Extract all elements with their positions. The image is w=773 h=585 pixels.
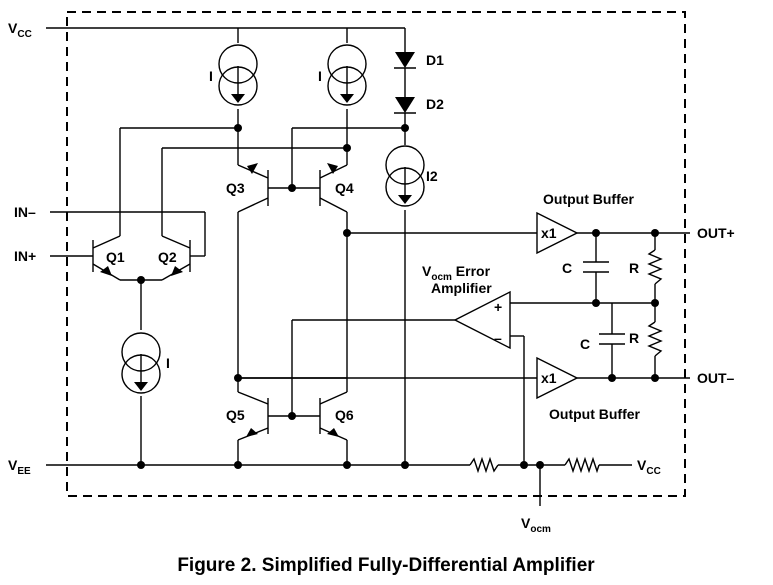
capacitor-top-icon: [583, 261, 609, 273]
q2-label: Q2: [158, 249, 177, 265]
diode-d1-label: D1: [426, 52, 444, 68]
in-plus-label: IN+: [14, 248, 36, 264]
error-amp-title-line2: Amplifier: [431, 280, 492, 296]
output-buffer-top-icon: [536, 211, 579, 255]
q5-label: Q5: [226, 407, 245, 423]
source-i2-label: I2: [426, 168, 438, 184]
buffer-top-gain: x1: [541, 225, 557, 241]
in-minus-label: IN–: [14, 204, 36, 220]
current-source-i2-icon: [385, 145, 425, 207]
source-i-bottom-label: I: [166, 355, 170, 371]
out-minus-label: OUT–: [697, 370, 735, 386]
q1-emitter-arrow-icon: [100, 266, 112, 276]
q2-emitter-arrow-icon: [171, 266, 183, 276]
resistor-bottom-icon: [647, 321, 663, 357]
out-plus-label: OUT+: [697, 225, 735, 241]
buffer-bottom-gain: x1: [541, 370, 557, 386]
q6-emitter-arrow-icon: [327, 428, 339, 437]
diode-d2-icon: [394, 97, 416, 114]
resistor-vcc-divider-icon: [564, 456, 600, 474]
diode-d2-label: D2: [426, 96, 444, 112]
error-amp-minus: –: [494, 330, 502, 346]
q4-label: Q4: [335, 180, 354, 196]
current-source-i-left-icon: [218, 44, 258, 106]
q3-emitter-arrow-icon: [247, 163, 258, 174]
vcc-left-label: VCC: [8, 20, 32, 40]
resistor-bottom-label: R: [629, 330, 639, 346]
chip-boundary: [66, 11, 686, 497]
vocm-label: Vocm: [521, 515, 551, 535]
q5-emitter-arrow-icon: [246, 428, 258, 437]
current-source-i-bottom-icon: [121, 332, 161, 394]
diode-d1-icon: [394, 52, 416, 69]
output-buffer-bottom-title: Output Buffer: [549, 406, 641, 422]
error-amp-title: Vocm Error: [422, 263, 491, 283]
resistor-vee-divider-icon: [469, 456, 499, 474]
q3-label: Q3: [226, 180, 245, 196]
source-i-mid-label: I: [318, 68, 322, 84]
vcc-right-label: VCC: [637, 457, 661, 477]
q4-emitter-arrow-icon: [327, 163, 338, 174]
vee-label: VEE: [8, 457, 31, 477]
capacitor-bottom-icon: [599, 333, 625, 345]
resistor-top-label: R: [629, 260, 639, 276]
capacitor-bottom-label: C: [580, 336, 590, 352]
output-buffer-top-title: Output Buffer: [543, 191, 635, 207]
q1-label: Q1: [106, 249, 125, 265]
junction-dots: [137, 124, 659, 469]
capacitor-top-label: C: [562, 260, 572, 276]
output-buffer-bottom-icon: [536, 356, 579, 400]
source-i-left-label: I: [209, 68, 213, 84]
wires: [46, 27, 690, 506]
resistor-top-icon: [647, 249, 663, 285]
current-source-i-mid-icon: [327, 44, 367, 106]
figure-caption: Figure 2. Simplified Fully-Differential …: [177, 555, 595, 576]
error-amp-plus: +: [494, 299, 502, 315]
q6-label: Q6: [335, 407, 354, 423]
error-amplifier-icon: [453, 290, 511, 350]
